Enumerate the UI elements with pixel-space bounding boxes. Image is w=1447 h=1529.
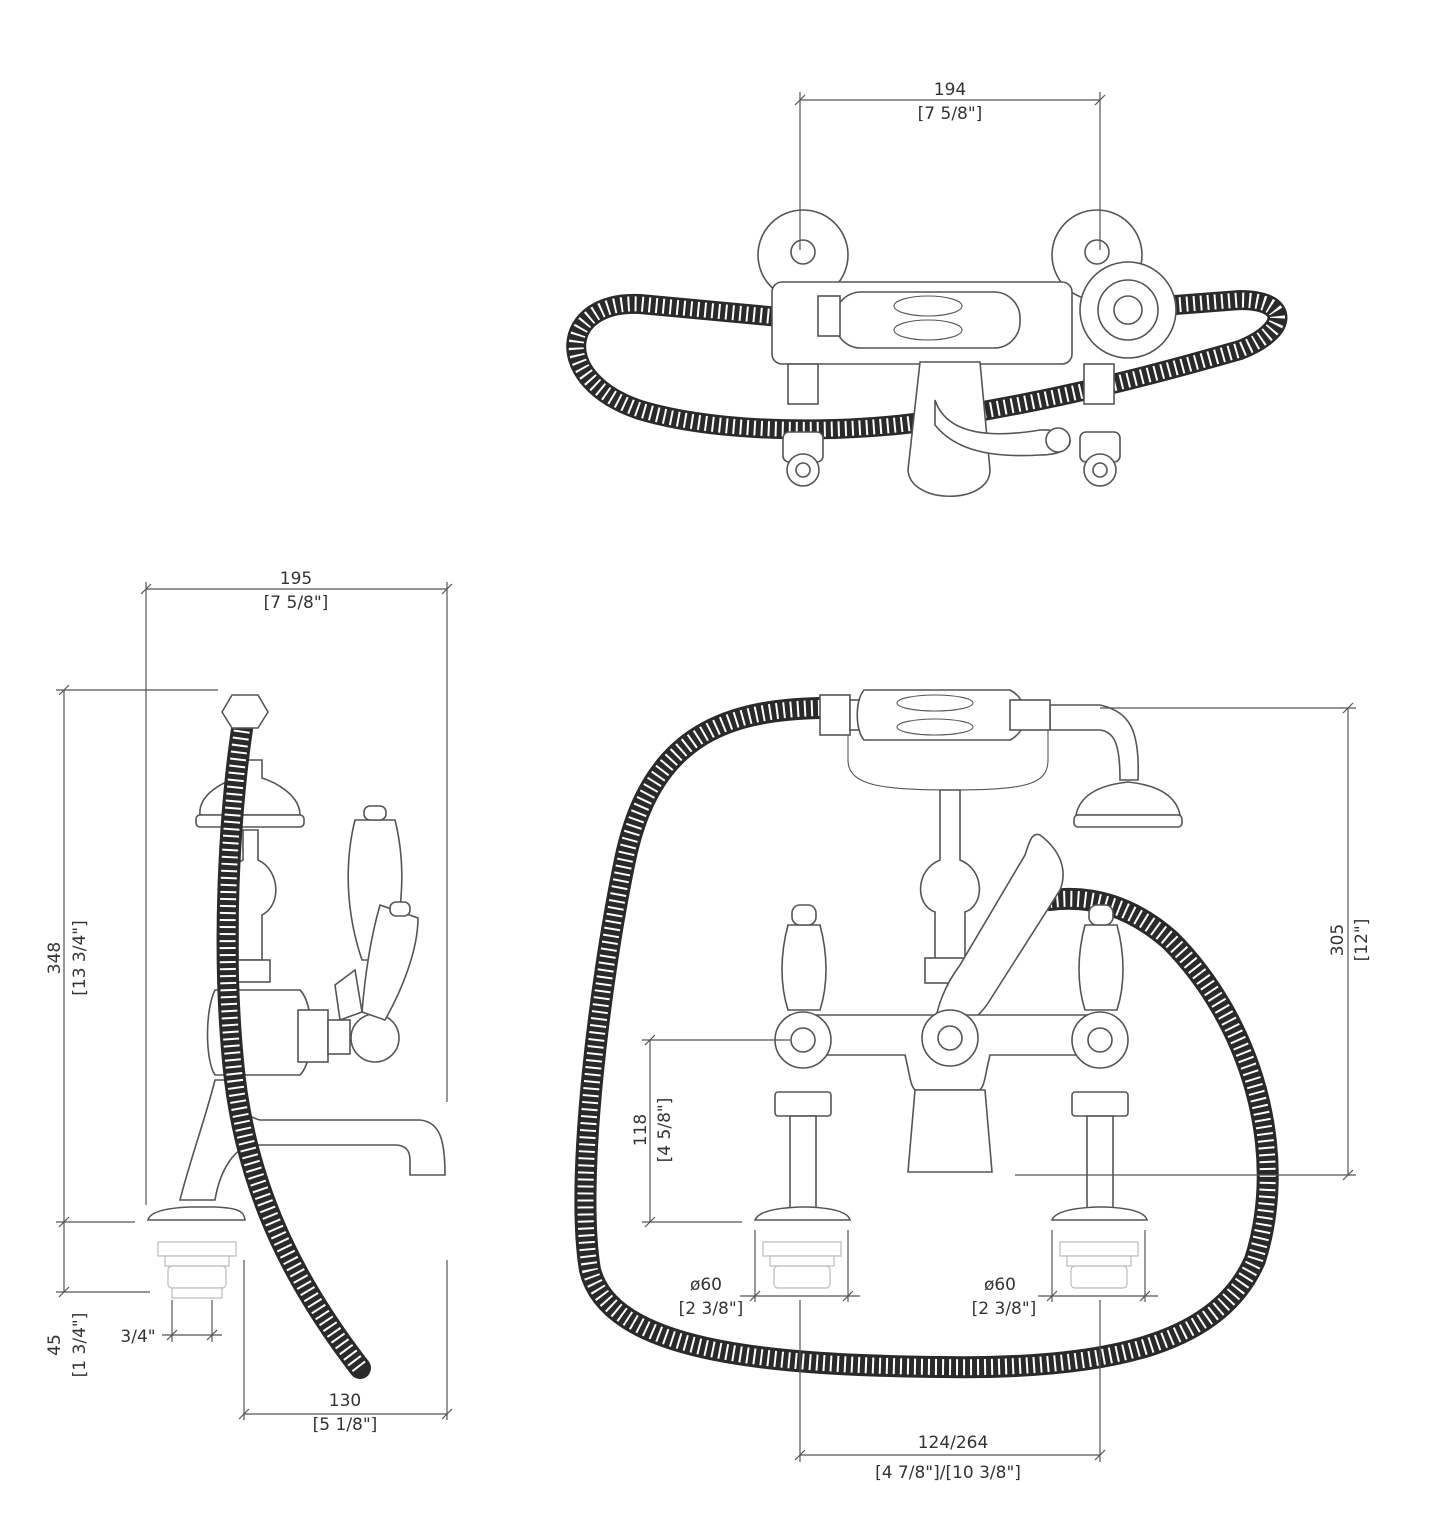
side-view xyxy=(146,694,446,1379)
side-thread-dimension: 3/4" xyxy=(120,1300,222,1347)
front-spindle-mm: 118 xyxy=(631,1114,651,1146)
side-reach-in: [5 1/8"] xyxy=(313,1415,378,1435)
side-width-dimension: 195 [7 5/8"] xyxy=(140,569,453,1205)
side-height-in: [13 3/4"] xyxy=(70,920,90,995)
side-reach-dimension: 130 [5 1/8"] xyxy=(238,1260,453,1435)
side-thread-label: 3/4" xyxy=(120,1327,155,1347)
centres-in: [4 7/8"]/[10 3/8"] xyxy=(875,1463,1021,1483)
right-hole-mm: ø60 xyxy=(984,1275,1016,1295)
side-reach-mm: 130 xyxy=(329,1391,361,1411)
front-height-in: [12"] xyxy=(1352,919,1372,962)
side-width-in: [7 5/8"] xyxy=(264,593,329,613)
front-view xyxy=(574,689,1279,1379)
side-base-in: [1 3/4"] xyxy=(70,1313,90,1378)
front-height-dimension: 305 [12"] xyxy=(1015,702,1372,1181)
left-hole-in: [2 3/8"] xyxy=(679,1299,744,1319)
left-hole-mm: ø60 xyxy=(690,1275,722,1295)
front-spindle-in: [4 5/8"] xyxy=(655,1098,675,1163)
front-spindle-dimension: 118 [4 5/8"] xyxy=(631,1034,790,1228)
front-height-mm: 305 xyxy=(1328,924,1348,956)
centres-mm: 124/264 xyxy=(918,1433,989,1453)
side-base-dimension: 45 [1 3/4"] xyxy=(45,1222,150,1377)
top-width-dimension: 194 [7 5/8"] xyxy=(794,80,1106,250)
side-base-mm: 45 xyxy=(45,1334,65,1356)
right-hole-dimension: ø60 [2 3/8"] xyxy=(972,1230,1158,1319)
top-view xyxy=(566,209,1288,497)
top-width-in: [7 5/8"] xyxy=(918,104,983,124)
side-height-mm: 348 xyxy=(45,942,65,974)
right-hole-in: [2 3/8"] xyxy=(972,1299,1037,1319)
centres-dimension: 124/264 [4 7/8"]/[10 3/8"] xyxy=(794,1300,1106,1483)
side-height-dimension: 348 [13 3/4"] xyxy=(45,684,218,1228)
top-width-mm: 194 xyxy=(934,80,966,100)
left-hole-dimension: ø60 [2 3/8"] xyxy=(679,1230,860,1319)
side-width-mm: 195 xyxy=(280,569,312,589)
